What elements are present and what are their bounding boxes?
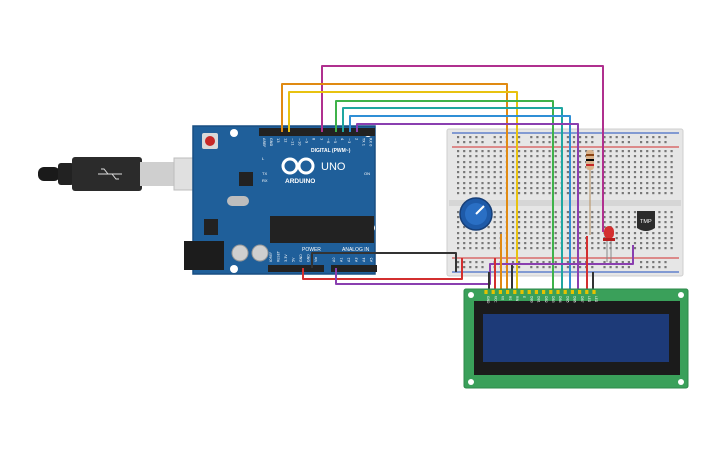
digital-pin-label: RX 0 [369, 138, 373, 147]
lcd-screen [483, 314, 669, 362]
digital-pin-label: GND [269, 138, 273, 146]
wire-purple-top [356, 123, 579, 293]
digital-pin-label: TX 1 [361, 137, 365, 146]
digital-pin-label: ~11 [290, 138, 294, 146]
digital-pin-label: ~10 [298, 138, 302, 146]
wire-red-5v [302, 258, 463, 280]
led [603, 226, 615, 262]
atmega-chip [270, 216, 374, 243]
wire-blue [349, 115, 571, 293]
lcd-pin [549, 290, 553, 294]
lcd-pin [578, 290, 582, 294]
power-pin-label: GND [299, 254, 303, 262]
digital-pin-label: ~9 [305, 138, 309, 144]
analog-pin-label: A1 [340, 258, 344, 262]
wire-green [335, 100, 554, 293]
digital-pin-label: ~6 [326, 138, 330, 144]
lcd-pin-label: GND [486, 296, 490, 304]
wire-black-gnd [311, 252, 457, 272]
lcd-pin-label: DB5 [565, 296, 569, 303]
l-label: L [262, 156, 265, 161]
analog-pin-label: A2 [347, 258, 351, 262]
wire-yellow [288, 91, 518, 293]
digital-pin-label: 13 [276, 138, 280, 143]
power-pin-label: 5V [292, 257, 296, 262]
analog-pin-label: A3 [355, 258, 359, 262]
tx-label: TX [262, 171, 267, 176]
analog-header [331, 265, 377, 272]
tmp-sensor: TMP [637, 211, 655, 231]
power-header [268, 265, 324, 272]
digital-pin-label: ~3 [347, 138, 351, 143]
power-pin-label: GND [307, 254, 311, 262]
arduino-board: ARDUINO UNO DIGITAL (PWM~) ON L TX RX PO… [184, 125, 377, 275]
power-jack [184, 241, 224, 270]
resistor [586, 150, 594, 170]
lcd-pin-label: DB6 [573, 296, 577, 303]
lcd-pin [585, 290, 589, 294]
lcd-pin [534, 290, 538, 294]
digital-pin-label: 7 [319, 138, 323, 140]
lcd-pin [513, 290, 517, 294]
power-label: POWER [302, 247, 321, 253]
analog-label: ANALOG IN [342, 247, 370, 253]
arduino-logo-icon [281, 157, 315, 175]
arduino-model: UNO [321, 161, 346, 173]
analog-pin-label: A5 [370, 258, 374, 262]
digital-pin-label: 4 [340, 138, 344, 141]
lcd-pin [506, 290, 510, 294]
digital-pin-label: 8 [312, 138, 316, 141]
lcd-pin-label: VCC [493, 296, 497, 303]
on-label: ON [364, 171, 370, 176]
usb-cable [38, 157, 209, 191]
wire-teal [342, 107, 563, 293]
lcd-pin-label: DB4 [558, 296, 562, 303]
lcd-pin [563, 290, 567, 294]
lcd-pin [491, 290, 495, 294]
lcd-pin [484, 290, 488, 294]
digital-header [259, 128, 375, 136]
lcd-pin [556, 290, 560, 294]
lcd-pin-label: V0 [501, 296, 505, 300]
lcd-pin-label: LED [587, 296, 591, 303]
lcd-pin-label: LED [594, 296, 598, 303]
lcd-pin-label: DB7 [580, 296, 584, 303]
digital-pin-label: 2 [354, 138, 358, 140]
analog-pin-label: A0 [332, 258, 336, 262]
power-pin-label: 3.3V [284, 254, 288, 262]
lcd-pin-label: DB0 [529, 296, 533, 303]
digital-pin-label: AREF [262, 138, 266, 147]
usb-icon [98, 168, 122, 180]
power-pin-label: IOREF [269, 252, 273, 262]
lcd-pin [570, 290, 574, 294]
power-pin-label: Vin [314, 257, 318, 262]
lcd-pin-label: E [522, 296, 526, 298]
potentiometer[interactable] [459, 197, 493, 231]
arduino-brand: ARDUINO [285, 178, 315, 185]
power-pin-label: RESET [277, 250, 281, 262]
digital-label: DIGITAL (PWM~) [311, 148, 351, 154]
lcd-pin [520, 290, 524, 294]
rx-label: RX [262, 178, 268, 183]
lcd-pin-label: RS [508, 296, 512, 300]
lcd-pin-label: DB3 [551, 296, 555, 303]
lcd-pin [592, 290, 596, 294]
lcd-pin [542, 290, 546, 294]
analog-pin-label: A4 [362, 258, 366, 262]
digital-pin-label: ~5 [333, 138, 337, 143]
wire-magenta [321, 65, 604, 232]
tmp-label: TMP [640, 219, 652, 225]
lcd-pin [527, 290, 531, 294]
lcd-pin [498, 290, 502, 294]
lcd-pin-label: DB2 [544, 296, 548, 303]
digital-pin-label: 12 [283, 138, 287, 143]
lcd-pin-label: RW [515, 296, 519, 302]
lcd-pin-label: DB1 [537, 296, 541, 303]
wire-orange [281, 83, 508, 293]
